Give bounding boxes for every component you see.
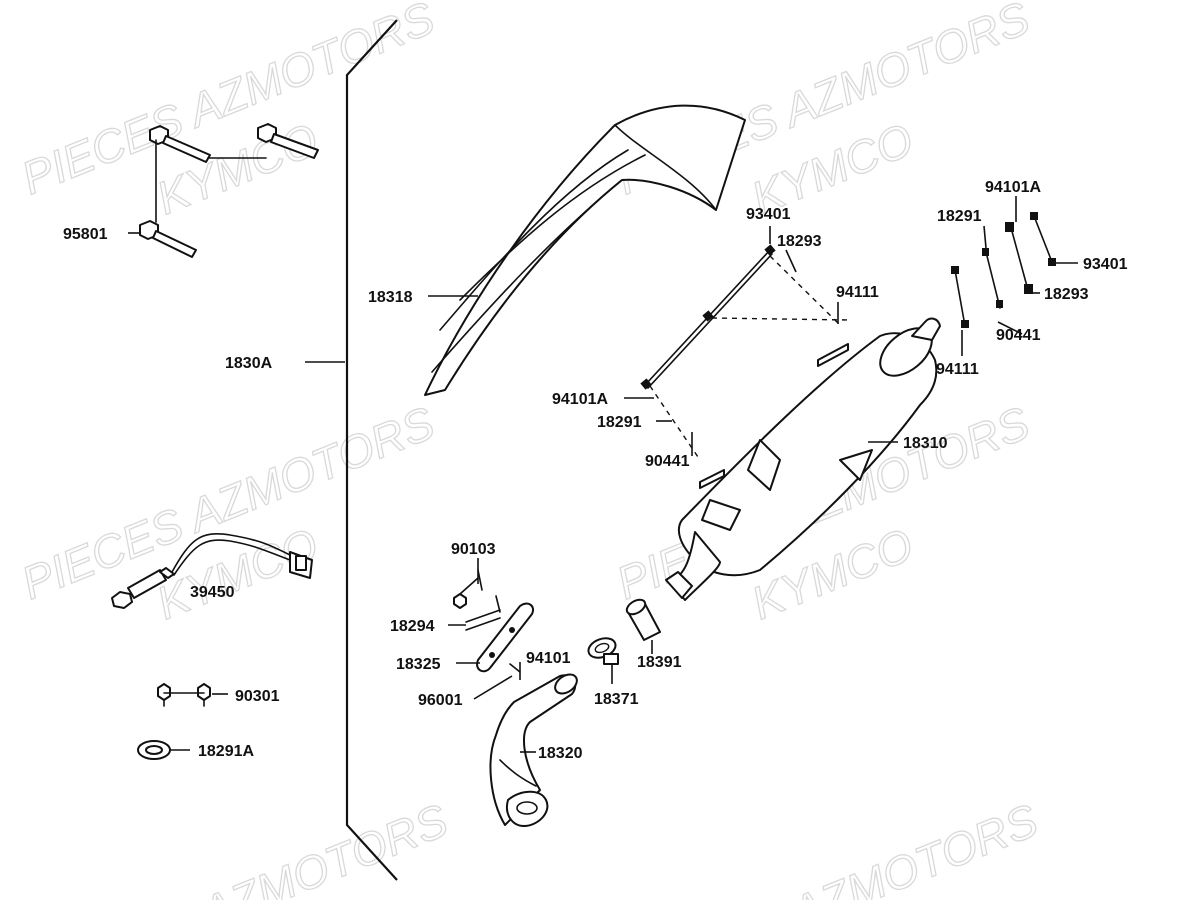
leader-line-96001: [473, 675, 513, 700]
bolt-set-95801: [139, 123, 319, 258]
label-18294: 18294: [390, 618, 435, 635]
leader-line-18293-a: [785, 249, 797, 273]
muffler-18310: [665, 317, 941, 601]
watermark-text: AZMOTORS: [191, 794, 454, 900]
part-number-labels: 95801 1830A 39450 90301 18291A 18318 934…: [63, 179, 1128, 762]
watermark-text: AZMOTORS: [781, 794, 1044, 900]
assembly-bracket: [345, 19, 398, 881]
label-94111-a: 94111: [836, 284, 879, 301]
label-94101: 94101: [526, 650, 571, 667]
label-90103: 90103: [451, 541, 496, 558]
oxygen-sensor-39450: [111, 533, 313, 609]
label-18320: 18320: [538, 745, 583, 762]
label-94101A-b: 94101A: [985, 179, 1041, 196]
mounting-hardware-right: [951, 212, 1056, 328]
label-94111-b: 94111: [936, 361, 979, 378]
label-90301: 90301: [235, 688, 280, 705]
label-18325: 18325: [396, 656, 441, 673]
label-1830A: 1830A: [225, 355, 273, 372]
label-93401-a: 93401: [746, 206, 791, 223]
clamp-18371: [587, 637, 619, 665]
label-18371: 18371: [594, 691, 639, 708]
gasket-18291A: [137, 740, 171, 760]
label-94101A-a: 94101A: [552, 391, 608, 408]
label-18318: 18318: [368, 289, 413, 306]
label-90441-b: 90441: [996, 327, 1041, 344]
bolt-pair-90301: [157, 683, 211, 707]
label-39450: 39450: [190, 584, 235, 601]
label-18291A: 18291A: [198, 743, 254, 760]
bracket-18325: [453, 569, 534, 673]
leader-line-18291-b: [983, 225, 987, 249]
leader-line-90441-b: [997, 321, 1023, 335]
label-18391: 18391: [637, 654, 682, 671]
heat-shield-18318: [424, 104, 746, 396]
label-18291-b: 18291: [937, 208, 982, 225]
label-95801: 95801: [63, 226, 108, 243]
label-18291-a: 18291: [597, 414, 642, 431]
label-18293-b: 18293: [1044, 286, 1089, 303]
label-96001: 96001: [418, 692, 463, 709]
label-90441-a: 90441: [645, 453, 690, 470]
label-93401-b: 93401: [1083, 256, 1128, 273]
label-18310: 18310: [903, 435, 948, 452]
gasket-18391: [625, 598, 661, 641]
label-18293-a: 18293: [777, 233, 822, 250]
exhaust-pipe-18320: [489, 673, 578, 827]
